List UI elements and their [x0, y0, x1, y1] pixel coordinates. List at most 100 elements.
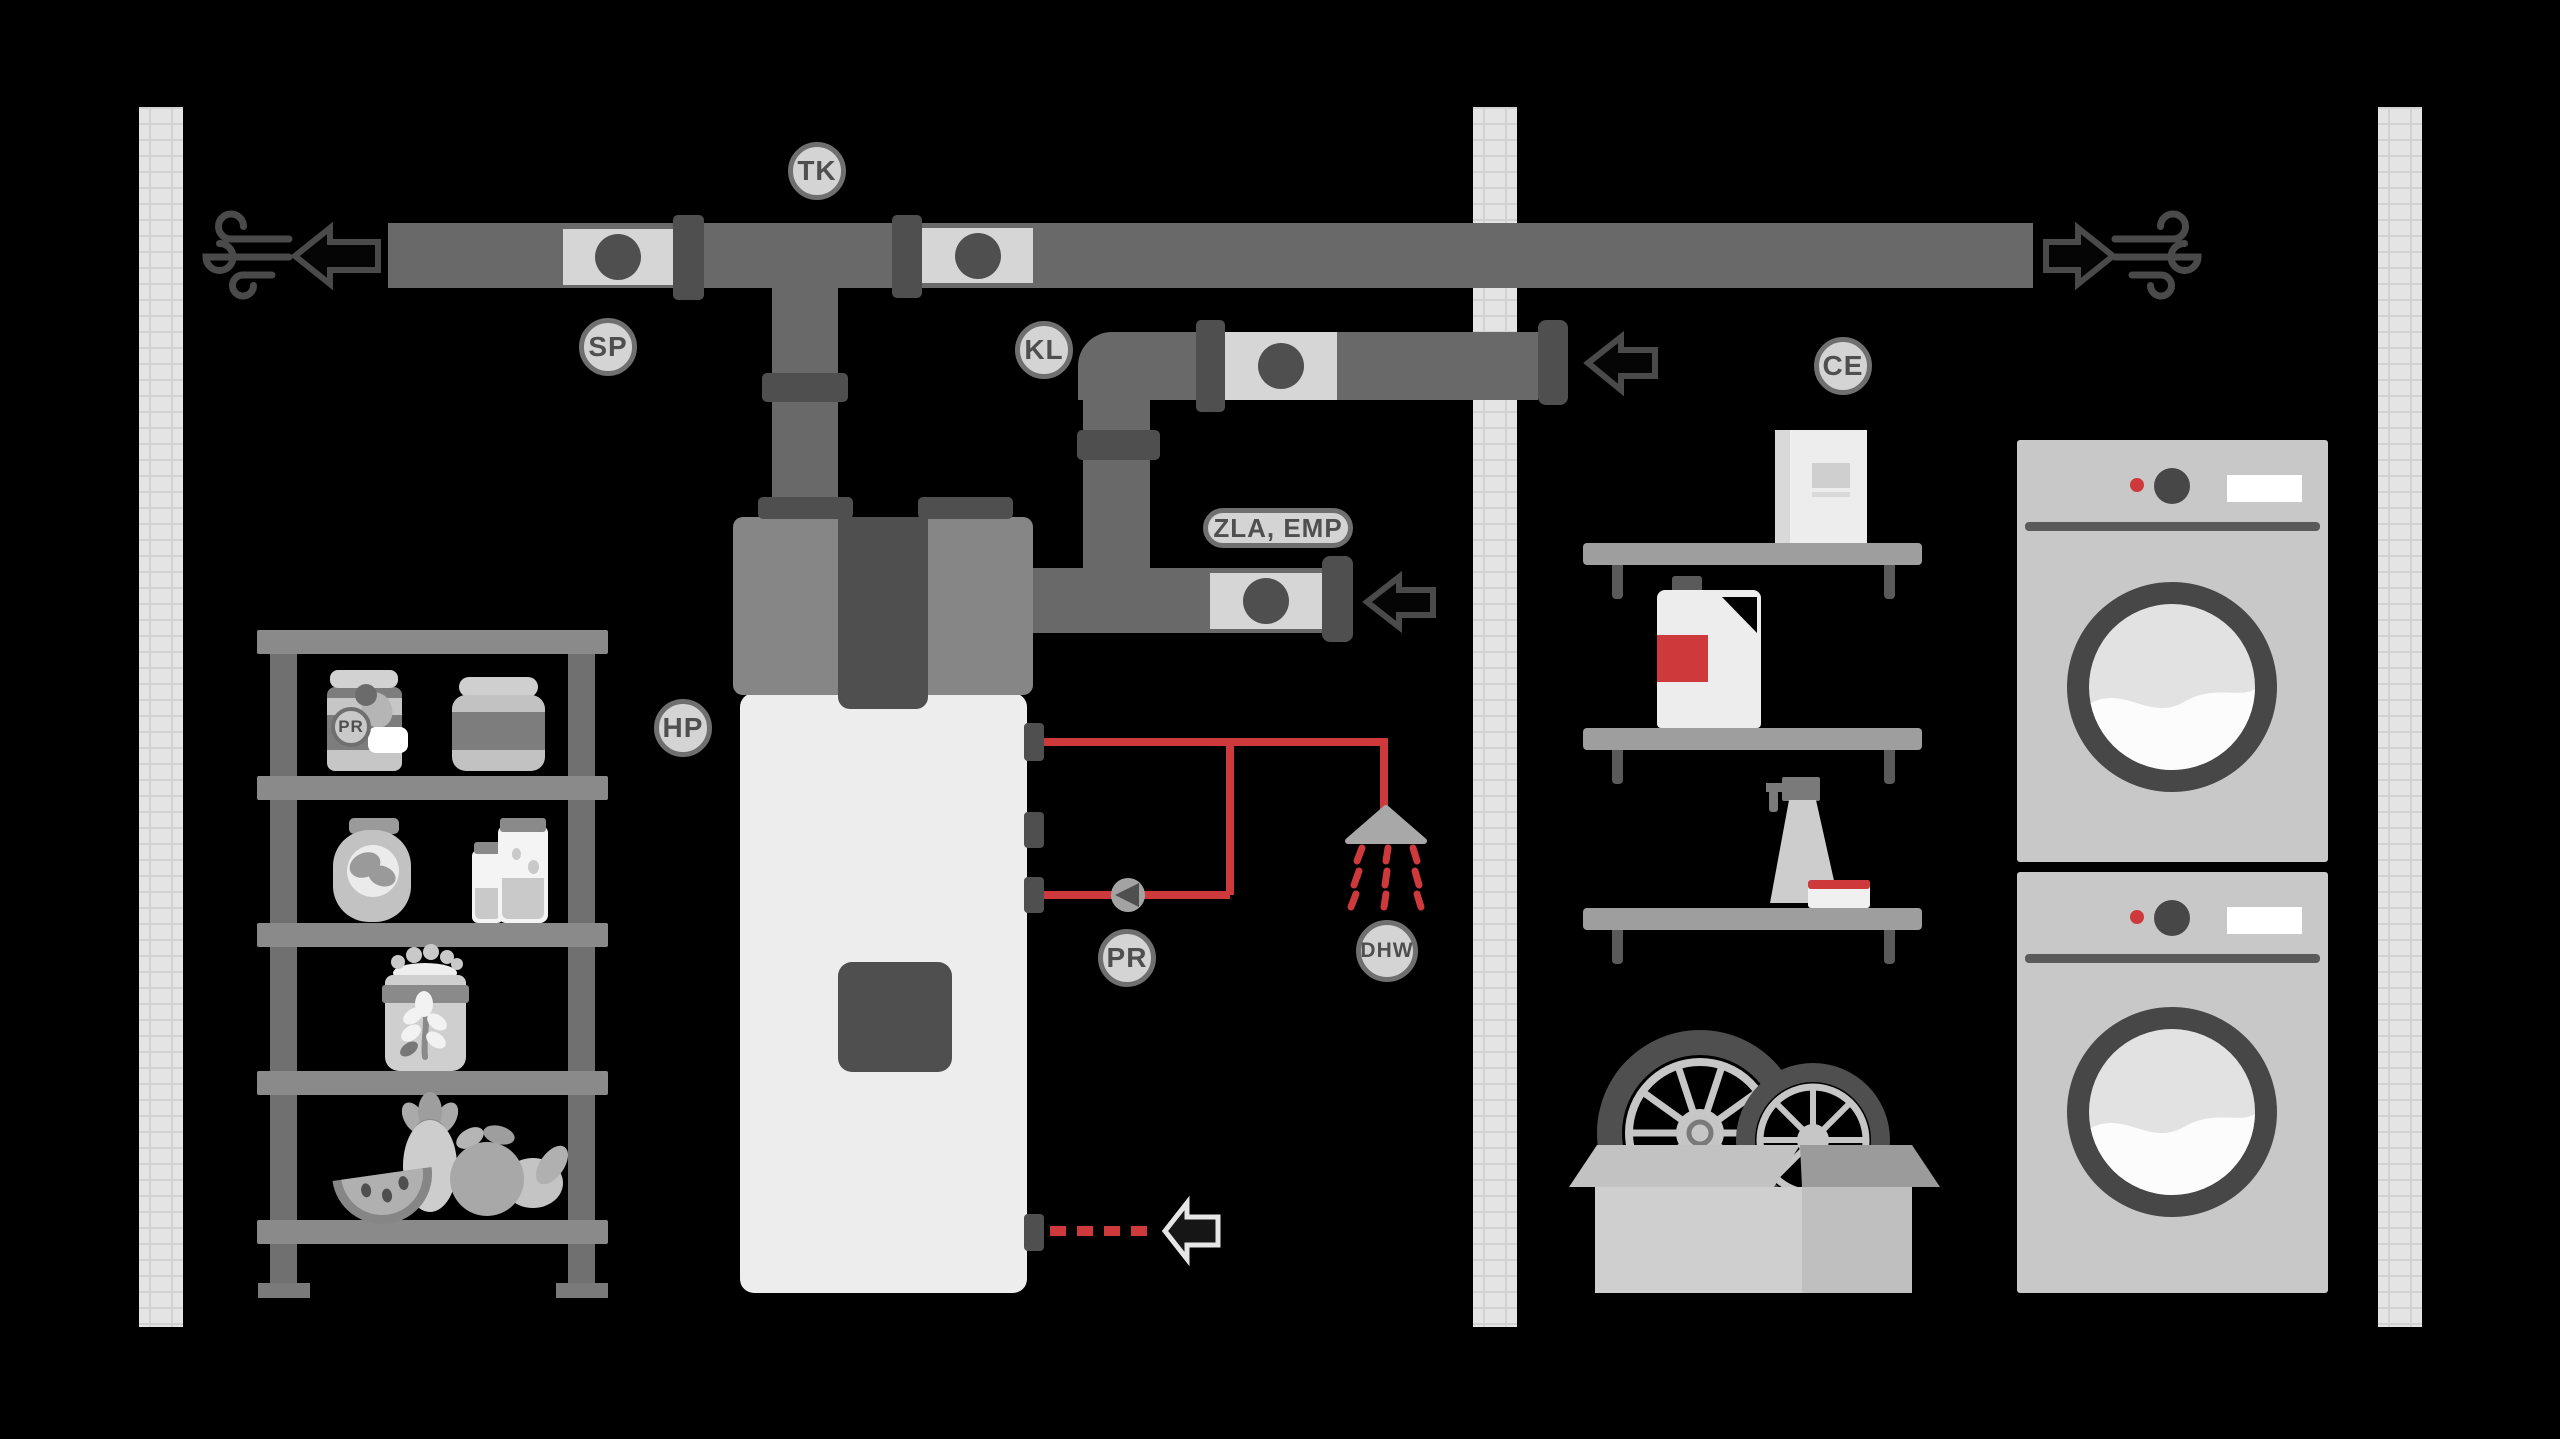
unit-port-condensate: [1024, 1214, 1044, 1251]
unit-inlet-collar: [758, 497, 853, 519]
dhw-piping: [1044, 738, 1388, 899]
rack-foot-left: [258, 1283, 310, 1298]
powder-box-line: [1812, 492, 1850, 497]
duct-collar: [762, 373, 848, 402]
spray-bottle-icon: [1766, 777, 1839, 903]
unit-access-panel: [838, 962, 952, 1072]
rack-shelf-2: [257, 776, 608, 800]
rack-shelf-1: [257, 630, 608, 654]
kl-duct-endcap: [1538, 320, 1568, 405]
power-led: [2130, 910, 2144, 924]
duct-collar: [1077, 430, 1160, 460]
shelf-bracket: [1612, 750, 1623, 784]
tag-sp: SP: [579, 318, 637, 376]
tag-hp: HP: [654, 699, 712, 757]
rack-post-right: [568, 652, 595, 1283]
unit-port-return: [1024, 877, 1044, 913]
orange-icon: [450, 1125, 568, 1216]
jar-pr-badge: PR: [331, 707, 371, 747]
damper-icon: [1258, 343, 1304, 389]
duct-collar: [1196, 320, 1225, 412]
wall-middle: [1473, 107, 1517, 1327]
jug-red-label: [1657, 635, 1708, 682]
milk-bottle-large-cap: [500, 818, 546, 832]
washer-door-glass: [2089, 604, 2255, 770]
washer-door-glass: [2089, 1029, 2255, 1195]
jam-jar-cherry: [355, 684, 377, 706]
shelf-bracket: [1884, 565, 1895, 599]
rack-shelf-4: [257, 1071, 608, 1095]
milk-drop-2: [528, 860, 539, 874]
condensate-arrow-icon: [1161, 1195, 1221, 1267]
grain-sack-band: [382, 985, 469, 1003]
washing-machine-bottom: [2017, 872, 2328, 1293]
unit-inlet-collar: [918, 497, 1013, 519]
panel-divider: [2025, 522, 2320, 531]
laundry-wave: [2089, 1114, 2255, 1195]
tag-tk: TK: [788, 142, 846, 200]
powder-box-label: [1812, 463, 1850, 488]
wall-shelf-1: [1583, 543, 1922, 565]
duct-collar: [892, 215, 922, 298]
rack-post-left: [270, 652, 297, 1283]
rack-foot-right: [556, 1283, 608, 1298]
damper-icon: [955, 233, 1001, 279]
round-jar-window: [347, 845, 399, 897]
kl-airflow-arrow-icon: [1583, 330, 1658, 397]
zla-airflow-arrow-icon: [1362, 570, 1436, 634]
jar2: [452, 695, 545, 771]
bike-wheel-large-icon: [1597, 1030, 1803, 1236]
shelf-bracket: [1612, 930, 1623, 964]
shower-icon: [1345, 805, 1427, 911]
kl-duct-vertical: [1083, 360, 1150, 570]
tag-dhw: DHW: [1356, 920, 1418, 982]
unit-port-2: [1024, 812, 1044, 848]
milk-drop-1: [512, 848, 521, 860]
jam-jar-lid: [330, 670, 398, 688]
jug-cap: [1672, 576, 1702, 594]
display-panel: [2227, 907, 2302, 934]
wall-shelf-3: [1583, 908, 1922, 930]
washer-door: [2067, 1007, 2277, 1217]
duct-riser-to-unit: [772, 286, 838, 518]
zla-duct-endcap: [1322, 556, 1353, 642]
damper-icon: [1243, 578, 1289, 624]
panel-divider: [2025, 954, 2320, 963]
washing-machine-top: [2017, 440, 2328, 862]
tag-ce: CE: [1814, 337, 1872, 395]
wall-right: [2378, 107, 2422, 1327]
milk-bottle-small-liquid: [475, 888, 500, 919]
wind-right-icon: [2115, 214, 2198, 296]
wall-left: [139, 107, 183, 1327]
washer-door: [2067, 582, 2277, 792]
shelf-bracket: [1612, 565, 1623, 599]
wall-shelf-2: [1583, 728, 1922, 750]
laundry-wave: [2089, 689, 2255, 770]
intake-arrow-icon: [290, 221, 381, 291]
pump-icon: [1111, 878, 1145, 912]
rack-shelf-3: [257, 923, 608, 947]
bike-wheel-small-icon: [1736, 1063, 1890, 1217]
sponge-icon: [1808, 880, 1870, 908]
program-knob: [2154, 468, 2190, 504]
exhaust-arrow-icon: [2043, 221, 2118, 291]
milk-bottle-small-cap: [474, 842, 501, 854]
program-knob: [2154, 900, 2190, 936]
damper-icon: [595, 234, 641, 280]
tag-pr: PR: [1098, 929, 1156, 987]
display-panel: [2227, 475, 2302, 502]
unit-center-column: [838, 517, 928, 709]
pineapple-icon: [401, 1092, 459, 1212]
powder-box-fold: [1775, 430, 1790, 543]
tag-kl: KL: [1015, 321, 1073, 379]
rack-shelf-5: [257, 1220, 608, 1244]
unit-port-supply: [1024, 723, 1044, 761]
wind-left-icon: [202, 210, 293, 300]
tag-zla-emp: ZLA, EMP: [1203, 508, 1353, 548]
jar2-lid: [459, 677, 538, 697]
cardboard-box: [1569, 1145, 1940, 1293]
milk-bottle-large-liquid: [502, 878, 544, 919]
shelf-bracket: [1884, 930, 1895, 964]
shelf-bracket: [1884, 750, 1895, 784]
